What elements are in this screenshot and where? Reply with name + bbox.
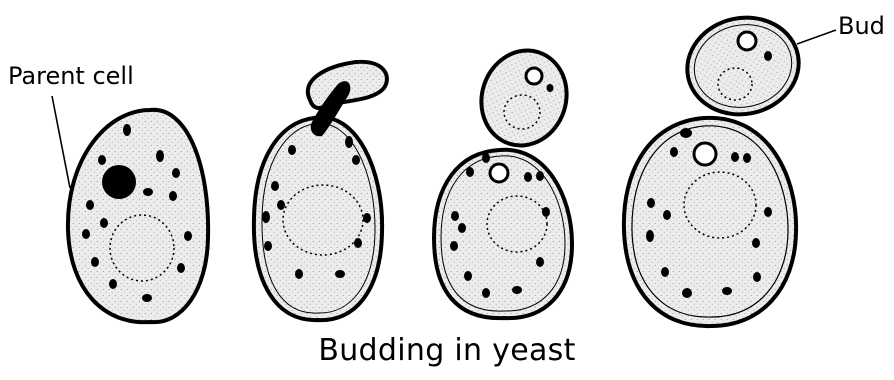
bud-nucleus [526, 68, 542, 84]
nucleus [694, 143, 716, 165]
yeast-stage-3-growing-bud [434, 39, 579, 318]
nucleus [490, 164, 508, 182]
parent-cell-leader-line [52, 96, 70, 188]
yeast-stage-2-bud-emerging [254, 62, 387, 320]
parent-cell-wall [254, 117, 382, 320]
diagram-caption: Budding in yeast [0, 333, 894, 368]
nucleus [102, 165, 136, 199]
bud-label: Bud [838, 12, 885, 40]
bud-cell [469, 39, 579, 156]
yeast-stage-4-mature-bud [624, 7, 808, 326]
parent-cell-wall [68, 110, 208, 322]
yeast-stage-1-parent-cell [68, 110, 208, 322]
bud-leader-line [797, 30, 836, 44]
bud-nucleus [738, 32, 756, 50]
parent-cell-label: Parent cell [8, 62, 134, 90]
